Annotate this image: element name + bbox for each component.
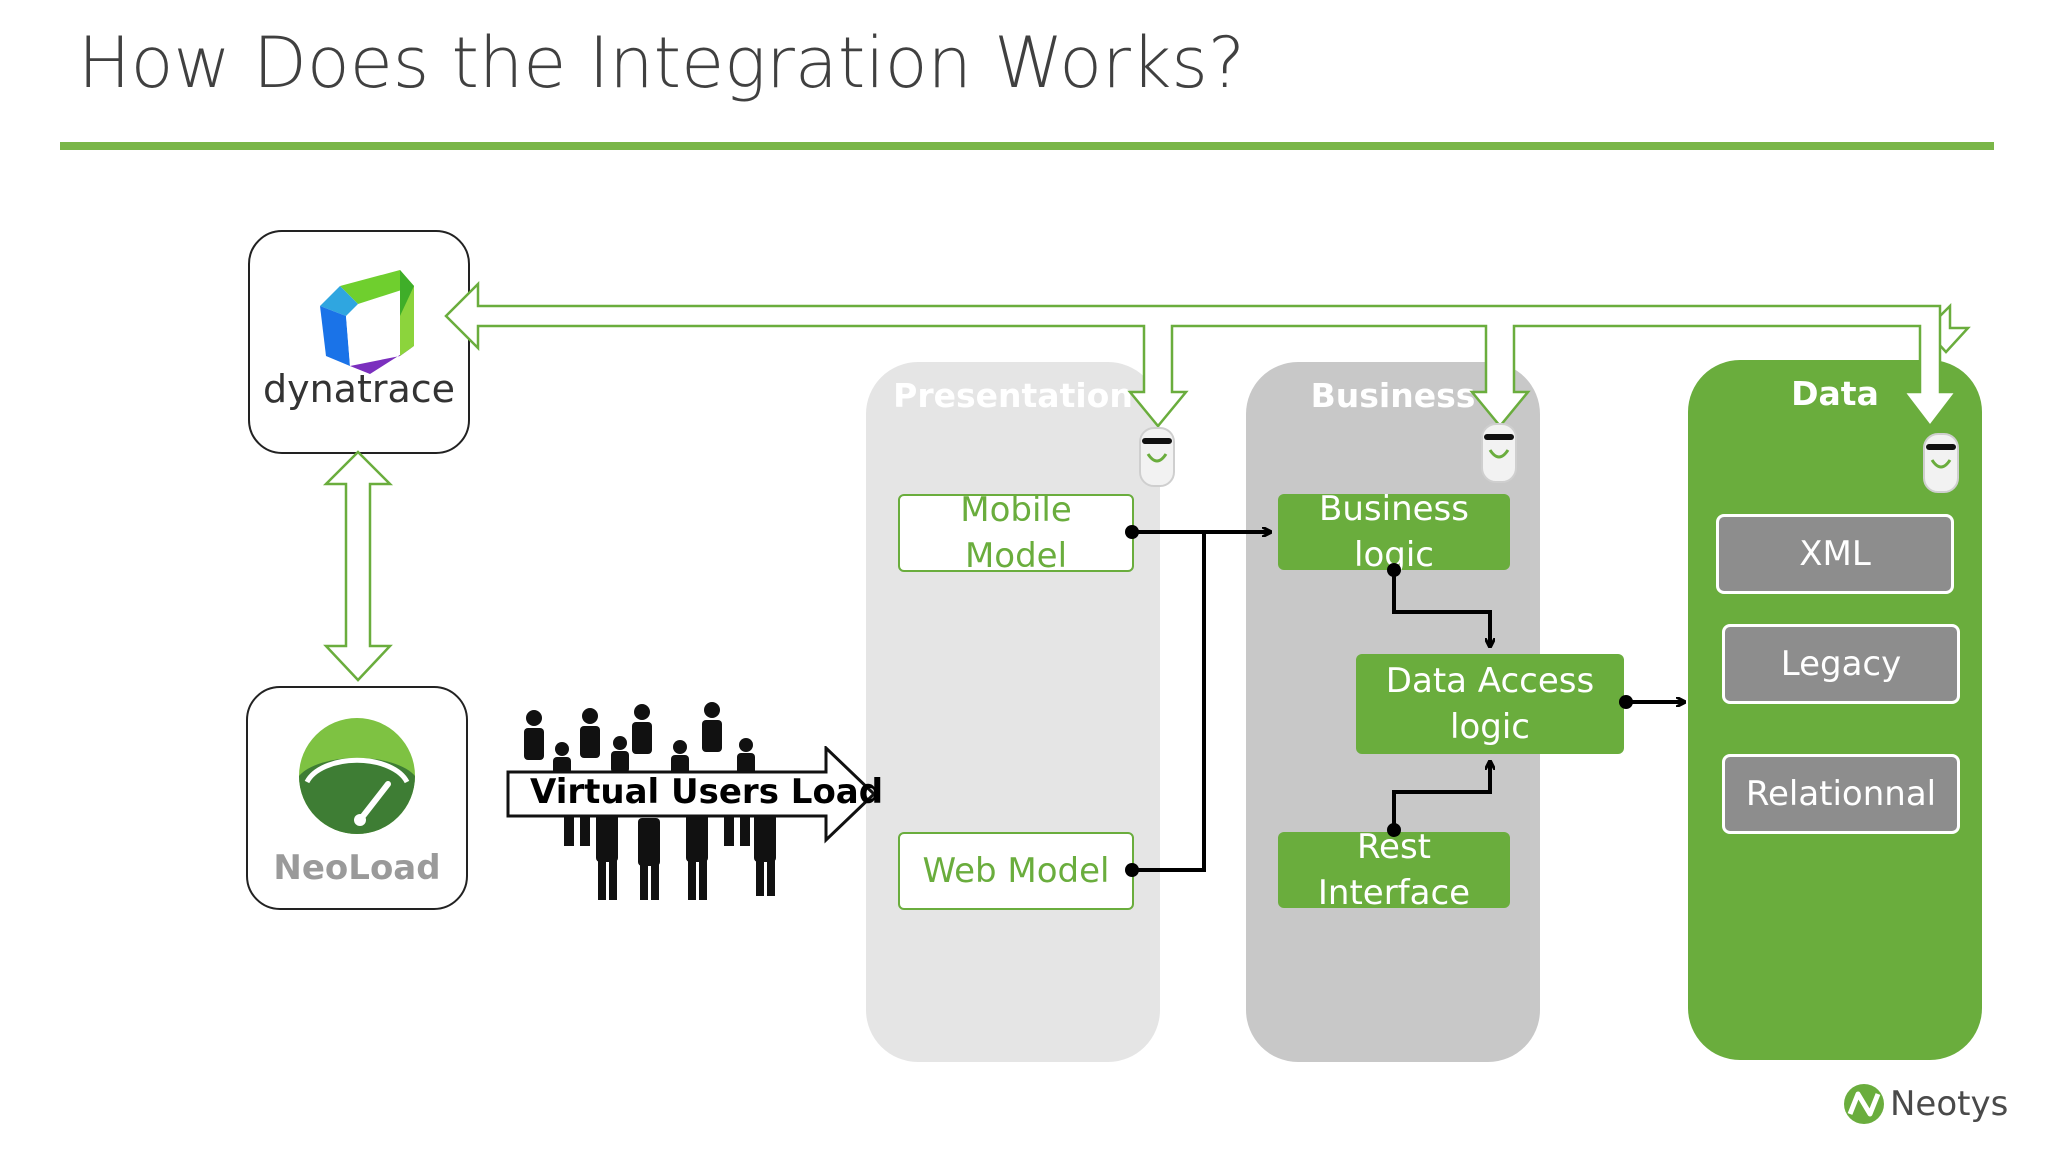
relational-store-label: Relationnal — [1745, 774, 1937, 814]
web-model-label: Web Model — [922, 851, 1110, 891]
xml-store-box: XML — [1716, 514, 1954, 594]
crowd-icon — [524, 702, 776, 900]
neoload-box: NeoLoad — [246, 686, 468, 910]
virtual-users-load-label: Virtual Users Load — [530, 772, 884, 812]
neoload-gauge-icon — [299, 718, 415, 834]
dynatrace-label: dynatrace — [262, 367, 456, 411]
dynatrace-box: dynatrace — [248, 230, 470, 454]
business-title: Business — [1310, 376, 1476, 415]
data-title: Data — [1791, 374, 1879, 413]
neotys-brand-label: Neotys — [1890, 1084, 2009, 1124]
load-arrow-icon — [506, 746, 877, 844]
mobile-model-box: Mobile Model — [898, 490, 1134, 576]
dynatrace-neoload-arrow — [322, 450, 394, 682]
data-column: Data — [1688, 360, 1982, 1060]
rest-interface-label: Rest Interface — [1317, 827, 1471, 913]
legacy-store-box: Legacy — [1722, 624, 1960, 704]
business-logic-label: Business logic — [1319, 489, 1469, 575]
relational-store-box: Relationnal — [1722, 754, 1960, 834]
web-model-box: Web Model — [898, 832, 1134, 910]
neoload-label: NeoLoad — [273, 848, 441, 888]
data-access-logic-label: Data Access logic — [1385, 661, 1595, 747]
title-underline — [60, 142, 1994, 150]
business-logic-box: Business logic — [1278, 489, 1510, 575]
legacy-store-label: Legacy — [1780, 644, 1902, 684]
slide-title: How Does the Integration Works? — [78, 22, 1246, 104]
presentation-title: Presentation — [893, 376, 1133, 415]
presentation-column: Presentation — [866, 362, 1160, 1062]
neotys-logo-icon — [1844, 1084, 1884, 1124]
xml-store-label: XML — [1799, 534, 1871, 574]
mobile-model-label: Mobile Model — [960, 490, 1072, 576]
data-access-logic-box: Data Access logic — [1356, 654, 1624, 754]
dynatrace-logo-icon — [320, 270, 414, 374]
monitoring-feedback-arrow — [1921, 302, 1971, 354]
rest-interface-box: Rest Interface — [1278, 827, 1510, 913]
